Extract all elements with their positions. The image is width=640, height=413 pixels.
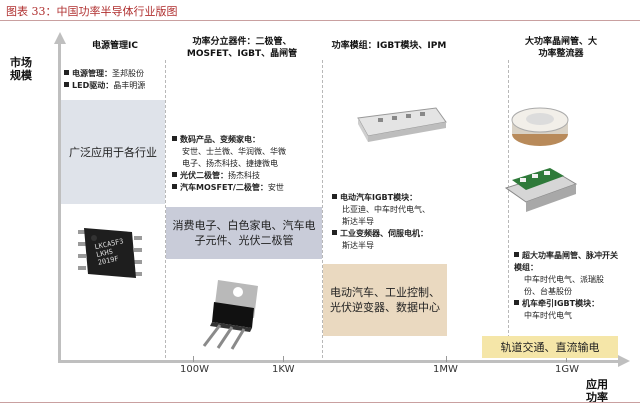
footer-divider	[0, 402, 640, 403]
column-header-discrete: 功率分立器件：二极管、MOSFET、IGBT、晶闸管	[186, 37, 298, 59]
bullet-icon	[332, 194, 337, 199]
ic-chip-image: LKCA5F3 LKHS 2019F	[72, 222, 148, 284]
x-axis-label: 应用功率	[586, 378, 608, 404]
bullet-text: 安世、士兰微、华润微、华微	[182, 147, 286, 156]
x-tick-label: 1KW	[272, 364, 295, 375]
bullet-icon	[64, 82, 69, 87]
band-col4: 轨道交通、直流输电	[482, 336, 618, 358]
bullet-heading: 超大功率晶闸管、脉冲开关模组：	[514, 251, 618, 272]
divider-2	[322, 60, 323, 358]
bullet-heading: 电源管理：	[72, 69, 112, 78]
title-divider	[0, 20, 640, 21]
thyristor-disc-image	[508, 104, 572, 150]
bullet-text: 份、台基股份	[524, 287, 572, 296]
bullet-text: 扬杰科技	[228, 171, 260, 180]
bullet-text: 中车时代电气、派瑞股	[524, 275, 604, 284]
bullet-icon	[172, 136, 177, 141]
bullet-heading: 工业变频器、伺服电机：	[340, 229, 428, 238]
y-axis	[58, 44, 61, 362]
column-header-thyristor: 大功率晶闸管、大功率整流器	[524, 37, 597, 59]
figure-title: 图表 33：中国功率半导体行业版图	[6, 5, 178, 18]
bullet-text: 斯达半导	[342, 217, 374, 226]
column-header-modules: 功率模组：IGBT模块、IPM	[331, 41, 447, 51]
igbt-module-image	[352, 104, 448, 144]
x-axis-arrow-icon	[618, 355, 630, 367]
tick-mark	[566, 356, 567, 362]
transistor-image	[192, 276, 272, 350]
band-col1: 广泛应用于各行业	[61, 100, 165, 204]
bullet-icon	[172, 184, 177, 189]
x-tick-label: 1MW	[433, 364, 458, 375]
bullet-text: 斯达半导	[342, 241, 374, 250]
rectifier-module-image	[500, 160, 580, 220]
tick-mark	[446, 356, 447, 362]
col3-bullets: 电动汽车IGBT模块： 比亚迪、中车时代电气、 斯达半导 工业变频器、伺服电机：…	[332, 192, 508, 252]
bullet-icon	[514, 252, 519, 257]
band-col4-text: 轨道交通、直流输电	[500, 340, 600, 354]
band-col2: 消费电子、白色家电、汽车电子元件、光伏二极管	[166, 207, 322, 259]
y-axis-label: 市场规模	[10, 56, 32, 82]
column-header-power-ic: 电源管理IC	[92, 41, 138, 51]
divider-1	[165, 60, 166, 358]
tick-mark	[193, 356, 194, 362]
x-tick-label: 100W	[180, 364, 209, 375]
band-col2-text: 消费电子、白色家电、汽车电子元件、光伏二极管	[172, 219, 316, 247]
bullet-heading: 电动汽车IGBT模块：	[340, 193, 418, 202]
bullet-icon	[332, 230, 337, 235]
band-col3: 电动汽车、工业控制、光伏逆变器、数据中心	[323, 264, 447, 336]
bullet-icon	[172, 172, 177, 177]
divider-3	[508, 60, 509, 358]
band-col3-text: 电动汽车、工业控制、光伏逆变器、数据中心	[330, 286, 440, 314]
x-tick-label: 1GW	[555, 364, 579, 375]
col1-bullets: 电源管理：圣邦股份 LED驱动：晶丰明源	[64, 68, 164, 92]
band-col1-text: 广泛应用于各行业	[69, 145, 157, 159]
bullet-icon	[64, 70, 69, 75]
x-axis	[58, 360, 620, 363]
bullet-text: 比亚迪、中车时代电气、	[342, 205, 430, 214]
bullet-text: 中车时代电气	[524, 311, 572, 320]
bullet-heading: 数码产品、变频家电：	[180, 135, 260, 144]
bullet-text: 晶丰明源	[113, 81, 146, 90]
bullet-text: 电子、扬杰科技、捷捷微电	[182, 159, 278, 168]
bullet-heading: 汽车MOSFET/二极管：	[180, 183, 268, 192]
col4-bullets: 超大功率晶闸管、脉冲开关模组： 中车时代电气、派瑞股 份、台基股份 机车牵引IG…	[514, 250, 624, 322]
bullet-icon	[514, 300, 519, 305]
col2-bullets: 数码产品、变频家电： 安世、士兰微、华润微、华微 电子、扬杰科技、捷捷微电 光伏…	[172, 134, 322, 194]
bullet-heading: 机车牵引IGBT模块：	[522, 299, 600, 308]
y-axis-arrow-icon	[54, 32, 66, 44]
bullet-text: 安世	[267, 183, 284, 192]
bullet-heading: LED驱动：	[72, 81, 114, 90]
bullet-heading: 光伏二极管：	[180, 171, 228, 180]
bullet-text: 圣邦股份	[112, 69, 144, 78]
tick-mark	[283, 356, 284, 362]
